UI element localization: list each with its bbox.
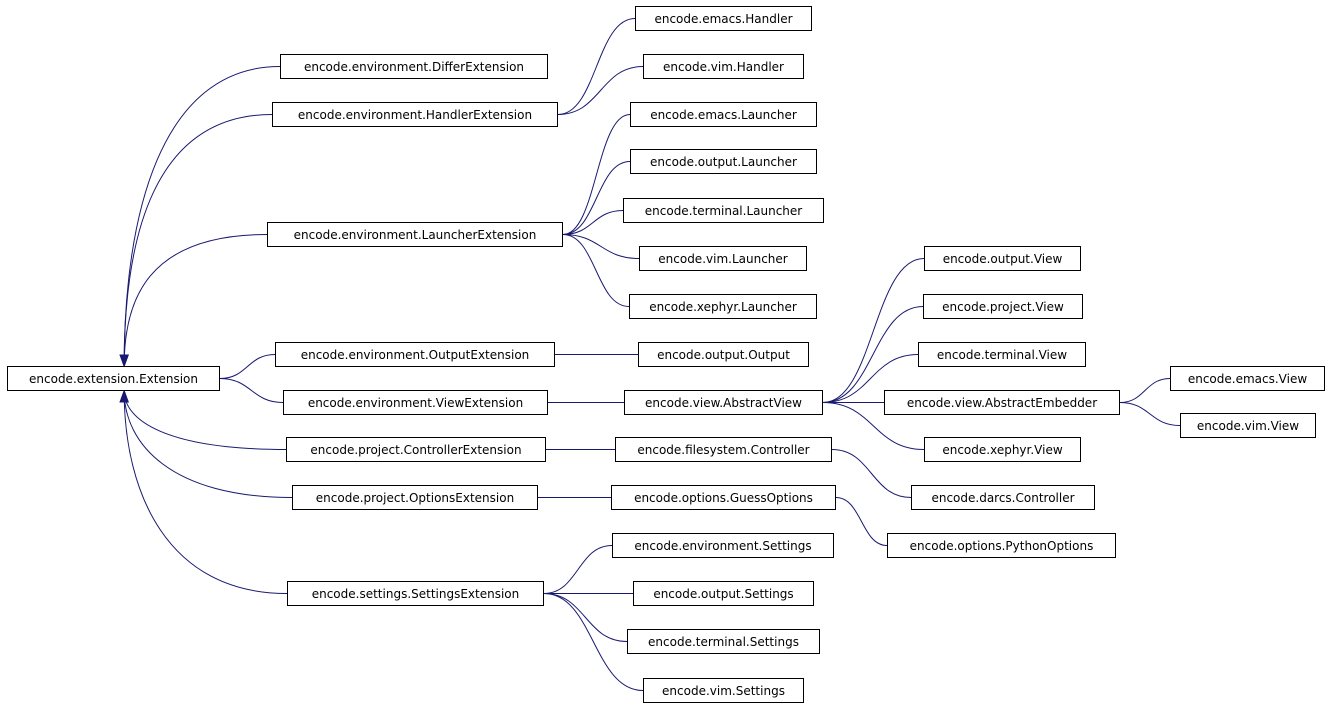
- node-guess-options[interactable]: encode.options.GuessOptions: [611, 485, 836, 510]
- node-launcher-extension[interactable]: encode.environment.LauncherExtension: [267, 222, 563, 247]
- node-output-extension[interactable]: encode.environment.OutputExtension: [275, 342, 555, 367]
- node-controller-extension[interactable]: encode.project.ControllerExtension: [286, 437, 546, 462]
- node-python-options[interactable]: encode.options.PythonOptions: [887, 533, 1116, 558]
- edge-options_ext-to-extension: [123, 390, 293, 498]
- edge-vim_launcher-to-launcher_ext: [562, 234, 640, 259]
- node-output-settings[interactable]: encode.output.Settings: [633, 581, 814, 606]
- node-vim-view[interactable]: encode.vim.View: [1180, 413, 1316, 438]
- edge-settings_ext-to-extension: [123, 390, 288, 594]
- edge-project_view-to-abstract_view: [822, 306, 924, 403]
- node-emacs-view[interactable]: encode.emacs.View: [1170, 366, 1325, 391]
- node-project-view[interactable]: encode.project.View: [923, 294, 1083, 319]
- node-abstract-embedder[interactable]: encode.view.AbstractEmbedder: [884, 390, 1120, 415]
- node-filesystem-controller[interactable]: encode.filesystem.Controller: [615, 437, 832, 462]
- edge-terminal_settings-to-settings_ext: [543, 593, 628, 642]
- node-terminal-view[interactable]: encode.terminal.View: [918, 342, 1086, 367]
- node-xephyr-view[interactable]: encode.xephyr.View: [924, 437, 1081, 462]
- node-terminal-settings[interactable]: encode.terminal.Settings: [627, 629, 820, 654]
- node-vim-launcher[interactable]: encode.vim.Launcher: [639, 246, 807, 271]
- arrowhead-extension: [119, 354, 129, 368]
- node-output-view[interactable]: encode.output.View: [924, 246, 1081, 271]
- node-xephyr-launcher[interactable]: encode.xephyr.Launcher: [629, 294, 817, 319]
- node-output-launcher[interactable]: encode.output.Launcher: [630, 149, 817, 174]
- node-emacs-launcher[interactable]: encode.emacs.Launcher: [630, 102, 817, 127]
- node-emacs-handler[interactable]: encode.emacs.Handler: [635, 6, 812, 31]
- node-handler-extension[interactable]: encode.environment.HandlerExtension: [272, 102, 558, 127]
- edge-emacs_launcher-to-launcher_ext: [562, 114, 631, 235]
- edge-handler_ext-to-extension: [123, 114, 273, 367]
- edge-controller_ext-to-extension: [123, 390, 287, 450]
- node-terminal-launcher[interactable]: encode.terminal.Launcher: [623, 198, 824, 223]
- edge-python_options-to-guess_options: [835, 497, 888, 546]
- node-extension[interactable]: encode.extension.Extension: [7, 366, 220, 391]
- edge-terminal_view-to-abstract_view: [822, 354, 919, 403]
- arrowhead-extension: [119, 389, 129, 403]
- edge-terminal_launcher-to-launcher_ext: [562, 210, 624, 235]
- edge-vim_handler-to-handler_ext: [557, 66, 644, 115]
- edge-output_ext-to-extension: [219, 354, 276, 379]
- edge-vim_settings-to-settings_ext: [543, 593, 644, 691]
- node-abstract-view[interactable]: encode.view.AbstractView: [624, 390, 823, 415]
- node-darcs-controller[interactable]: encode.darcs.Controller: [911, 485, 1095, 510]
- edge-vim_view-to-abstract_embedder: [1119, 402, 1181, 426]
- edge-view_ext-to-extension: [219, 378, 284, 403]
- node-vim-settings[interactable]: encode.vim.Settings: [643, 678, 804, 703]
- node-settings-extension[interactable]: encode.settings.SettingsExtension: [287, 581, 544, 606]
- edge-output_view-to-abstract_view: [822, 258, 925, 403]
- node-output-output[interactable]: encode.output.Output: [638, 342, 809, 367]
- node-options-extension[interactable]: encode.project.OptionsExtension: [292, 485, 538, 510]
- edge-darcs_controller-to-fs_controller: [831, 449, 912, 498]
- edge-differ_ext-to-extension: [123, 66, 281, 367]
- edge-emacs_view-to-abstract_embedder: [1119, 378, 1171, 403]
- node-view-extension[interactable]: encode.environment.ViewExtension: [283, 390, 548, 415]
- edge-emacs_handler-to-handler_ext: [557, 18, 636, 115]
- edge-launcher_ext-to-extension: [123, 234, 268, 367]
- node-differ-extension[interactable]: encode.environment.DifferExtension: [280, 54, 548, 79]
- node-environment-settings[interactable]: encode.environment.Settings: [612, 533, 834, 558]
- edge-xephyr_launcher-to-launcher_ext: [562, 234, 630, 307]
- edge-xephyr_view-to-abstract_view: [822, 402, 925, 450]
- edge-env_settings-to-settings_ext: [543, 545, 613, 594]
- edge-output_launcher-to-launcher_ext: [562, 161, 631, 235]
- node-vim-handler[interactable]: encode.vim.Handler: [643, 54, 804, 79]
